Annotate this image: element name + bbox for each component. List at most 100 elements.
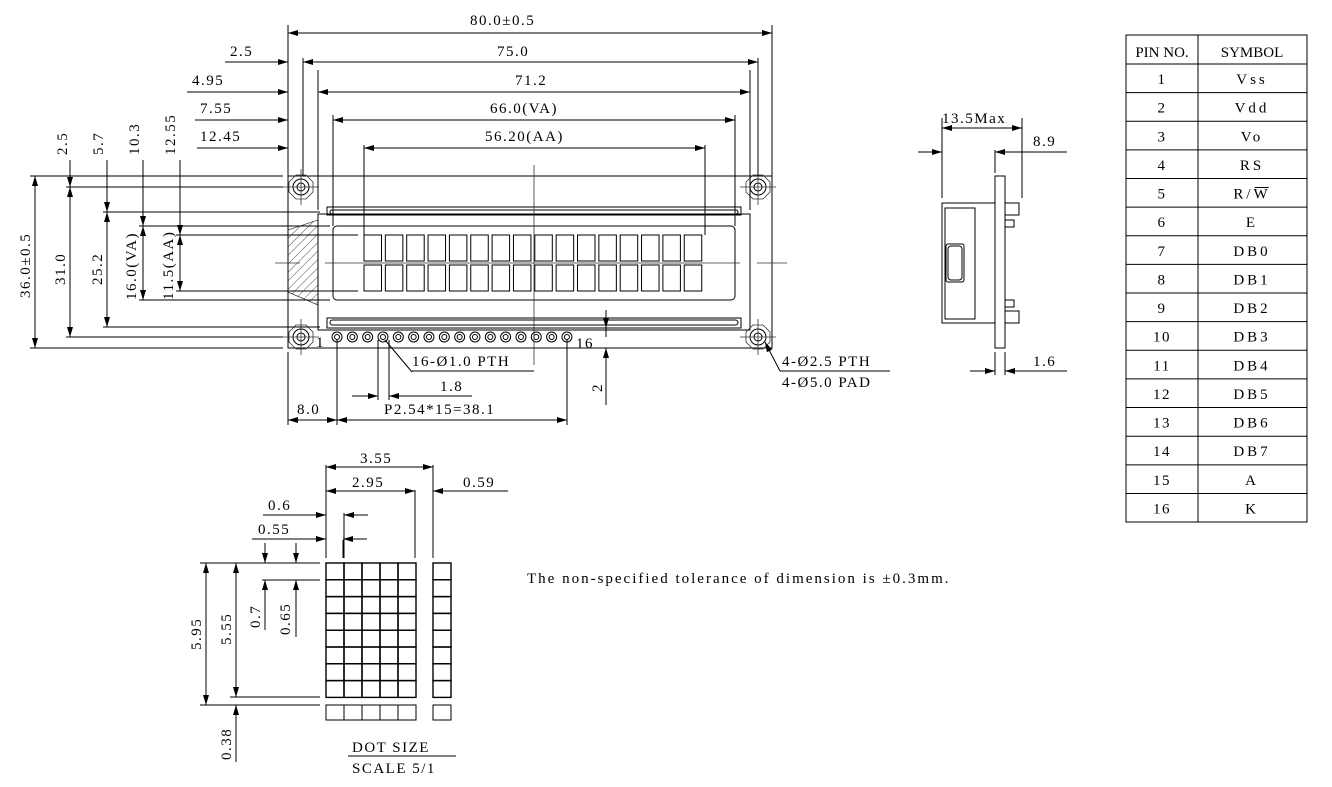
pin-hole-label: 16-Ø1.0 PTH: [412, 354, 510, 370]
svg-text:25.2: 25.2: [90, 253, 106, 285]
svg-text:5.55: 5.55: [219, 613, 235, 645]
pin-number: 5: [1158, 187, 1167, 203]
left-dimensions: 36.0±0.5 31.0 25.2 16.0(VA) 11.5(AA) 2.5…: [18, 114, 358, 349]
svg-text:1.6: 1.6: [1033, 354, 1056, 370]
dot: [361, 663, 381, 682]
pin-holes: [331, 331, 573, 343]
pin-hole: [530, 331, 542, 343]
pin-number: 16: [1153, 501, 1171, 517]
character-cell: [470, 234, 489, 262]
character-cell: [534, 264, 553, 292]
svg-text:2.5: 2.5: [55, 132, 71, 155]
dot: [361, 612, 381, 631]
svg-text:8.9: 8.9: [1033, 134, 1056, 150]
character-cell: [491, 264, 511, 292]
svg-text:66.0(VA): 66.0(VA): [490, 101, 558, 117]
svg-text:5.95: 5.95: [189, 618, 205, 650]
pin-hole: [484, 331, 496, 343]
svg-text:56.20(AA): 56.20(AA): [485, 129, 564, 145]
dot: [325, 562, 345, 581]
mounting-hole: [283, 169, 319, 205]
pin-symbol: Vo: [1241, 129, 1263, 145]
side-pcb: [994, 175, 1006, 349]
dot: [361, 595, 381, 615]
dot: [432, 629, 452, 648]
character-cell: [427, 264, 447, 292]
svg-text:12.55: 12.55: [163, 114, 179, 155]
svg-text:8.0: 8.0: [297, 402, 320, 418]
table-header-symbol: SYMBOL: [1221, 45, 1284, 61]
mount-hole-label: 4-Ø2.5 PTH: [782, 354, 871, 370]
pin-number: 10: [1153, 330, 1171, 346]
character-cell: [384, 234, 404, 262]
dot: [432, 646, 452, 665]
dot: [361, 562, 381, 581]
dot: [397, 663, 417, 682]
character-cell: [384, 264, 404, 292]
pin-symbol: Vss: [1236, 72, 1268, 88]
pin-symbol: RS: [1240, 158, 1264, 174]
dot: [325, 679, 345, 699]
pin-number: 14: [1153, 444, 1171, 460]
svg-text:75.0: 75.0: [497, 44, 529, 60]
pin-symbol: DB0: [1233, 244, 1270, 260]
character-cell: [662, 264, 681, 292]
character-cell: [683, 234, 703, 262]
character-cell: [577, 264, 596, 292]
character-cell: [491, 234, 511, 262]
dot: [379, 663, 399, 682]
pin-hole: [423, 331, 435, 343]
dot: [397, 562, 417, 581]
svg-text:3.55: 3.55: [360, 451, 392, 467]
character-cell: [448, 264, 468, 292]
dot-size-title: DOT SIZE: [352, 740, 430, 756]
pin-number: 4: [1158, 158, 1167, 174]
pin-hole: [515, 331, 527, 343]
dot: [397, 646, 417, 665]
svg-text:5.7: 5.7: [91, 132, 107, 155]
dot: [361, 679, 381, 699]
dot: [432, 612, 452, 631]
dot: [361, 579, 381, 598]
svg-text:4.95: 4.95: [192, 73, 224, 89]
character-cell: [662, 234, 681, 262]
pin-symbol: DB4: [1233, 358, 1270, 374]
pin-symbol: A: [1245, 473, 1259, 489]
svg-text:10.3: 10.3: [127, 123, 143, 155]
pin-symbol: R/W: [1233, 187, 1270, 203]
character-cell: [555, 264, 575, 292]
svg-text:13.5Max: 13.5Max: [942, 111, 1006, 127]
svg-text:2.5: 2.5: [230, 44, 253, 60]
dot: [343, 679, 363, 699]
cursor-dot: [325, 704, 345, 721]
dot: [361, 629, 381, 648]
character-cell: [619, 264, 639, 292]
pin-hole: [392, 331, 404, 343]
dot: [397, 679, 417, 699]
dot: [432, 562, 452, 581]
dot: [379, 629, 399, 648]
svg-text:1.8: 1.8: [440, 379, 463, 395]
hatched-area: [287, 219, 319, 306]
dot: [343, 595, 363, 615]
pin-hole: [438, 331, 450, 343]
dot: [325, 646, 345, 665]
svg-text:31.0: 31.0: [53, 253, 69, 285]
svg-text:0.38: 0.38: [219, 728, 235, 760]
tolerance-note: The non-specified tolerance of dimension…: [527, 571, 950, 587]
svg-text:11.5(AA): 11.5(AA): [161, 231, 177, 300]
pin-hole: [454, 331, 466, 343]
character-cell: [619, 234, 639, 262]
pin-number: 7: [1158, 244, 1167, 260]
character-cell: [555, 234, 575, 262]
dot: [361, 646, 381, 665]
pin-1-label: 1: [316, 335, 325, 351]
dot: [343, 646, 363, 665]
pin-symbol: DB3: [1233, 330, 1270, 346]
pin-hole: [546, 331, 558, 343]
pin-number: 11: [1153, 358, 1170, 374]
svg-text:P2.54*15=38.1: P2.54*15=38.1: [384, 402, 495, 418]
character-cell: [363, 234, 382, 262]
